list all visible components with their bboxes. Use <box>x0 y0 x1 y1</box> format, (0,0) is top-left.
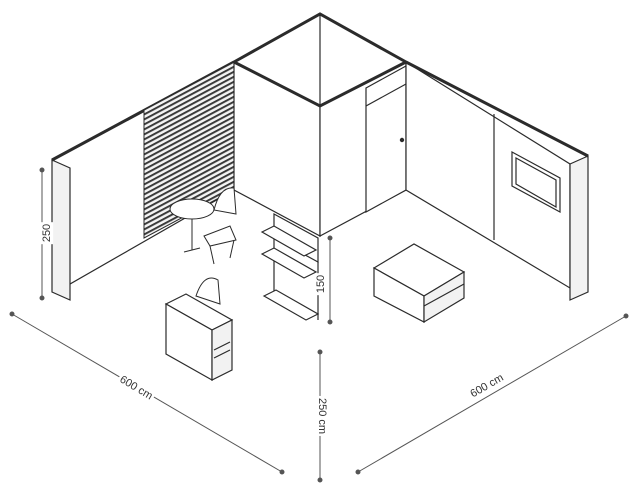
right-back-wall <box>405 60 589 301</box>
dimension-label-counter-height: 150 <box>315 272 328 296</box>
coffee-table <box>372 243 466 324</box>
bistro-table <box>169 198 215 253</box>
reception-counter <box>164 293 234 382</box>
chair-right <box>203 187 237 265</box>
storage-door <box>365 64 407 214</box>
chair-front <box>195 277 221 305</box>
tv-screen <box>511 150 561 214</box>
dimension-label-height: 250 cm <box>316 395 329 437</box>
display-shelf <box>260 212 320 321</box>
dimension-label-wall-height: 250 <box>41 221 54 245</box>
